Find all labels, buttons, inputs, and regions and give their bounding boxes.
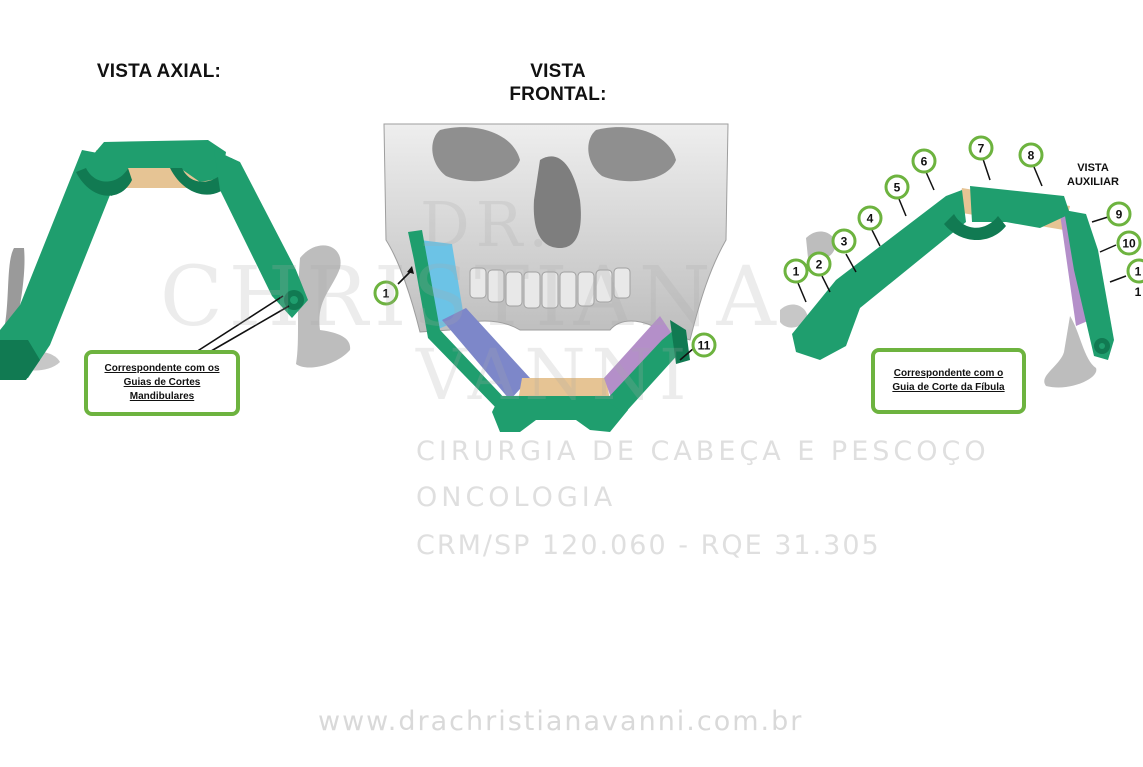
- aux-badge-3-label: 3: [841, 235, 848, 249]
- auxiliar-view-title-line1: VISTA: [1077, 162, 1109, 174]
- axial-guide-right-arm: [214, 150, 308, 318]
- axial-view-title: VISTA AXIAL:: [96, 61, 222, 82]
- watermark-website: www.drachristianavanni.com.br: [318, 706, 804, 737]
- aux-badge-7-label: 7: [978, 142, 985, 156]
- frontal-badge-11: [691, 332, 717, 358]
- axial-guide-center-lip-right: [170, 168, 232, 195]
- frontal-badge-11-label: 11: [698, 339, 711, 353]
- auxiliar-view-drawing: 1 2 3 4 5 6 7 8 9 10 1 1: [780, 135, 1143, 388]
- aux-badge-4-label: 4: [867, 212, 874, 226]
- fibula-callout-line1: Correspondente com o: [893, 368, 1004, 379]
- frontal-guide-left: [408, 230, 510, 412]
- frontal-badge-1: [373, 280, 399, 306]
- watermark-oncology: ONCOLOGIA: [416, 482, 617, 513]
- fibula-guide-callout: Correspondente com o Guia de Corte da Fí…: [871, 348, 1026, 414]
- skull-right-orbit: [588, 127, 676, 182]
- fibula-callout-line2: Guia de Corte da Fíbula: [892, 382, 1005, 393]
- frontal-badge-1-label: 1: [383, 287, 390, 301]
- aux-badge-6-label: 6: [921, 155, 928, 169]
- frontal-view-title-line2: FRONTAL:: [509, 84, 607, 105]
- skull-left-orbit: [432, 127, 520, 182]
- skull-teeth: [469, 267, 631, 309]
- skull-nasal-cavity: [533, 156, 581, 248]
- aux-left-bone-tip: [780, 304, 808, 328]
- aux-label-arrows: [797, 158, 1127, 303]
- frontal-guide-bottom: [492, 396, 628, 432]
- axial-view-drawing: [0, 140, 351, 380]
- aux-guide-top: [970, 186, 1070, 228]
- frontal-guide-right: [606, 330, 682, 414]
- aux-left-condyle: [806, 231, 836, 260]
- mandibular-callout-line1: Correspondente com os: [104, 363, 220, 374]
- frontal-arrow-11: [679, 347, 695, 361]
- aux-badge-12-label: 1: [1135, 285, 1142, 299]
- watermark-specialty: CIRURGIA DE CABEÇA E PESCOÇO: [416, 436, 990, 467]
- aux-badge-2-label: 2: [816, 258, 823, 272]
- watermark-name-line2: CHRISTIANA: [160, 250, 782, 345]
- frontal-bone-blue: [442, 308, 530, 400]
- aux-badge-5-label: 5: [894, 181, 901, 195]
- axial-guide-left-arm: [0, 150, 118, 378]
- axial-pointer-line-2: [205, 305, 290, 355]
- frontal-guide-right-arm: [670, 320, 690, 364]
- auxiliar-view-title-line2: AUXILIAR: [1067, 176, 1119, 188]
- mandibular-callout-line3: Mandibulares: [129, 391, 195, 402]
- axial-guide-center-lip-left: [76, 168, 132, 196]
- aux-guide-right-arm: [1064, 210, 1114, 360]
- mandibular-callout-line2: Guias de Cortes: [123, 377, 201, 388]
- aux-badge-10-label: 10: [1122, 237, 1136, 251]
- watermark-registration: CRM/SP 120.060 - RQE 31.305: [416, 530, 881, 561]
- aux-right-condyle: [1044, 316, 1097, 388]
- aux-badge-11-label: 1: [1135, 265, 1142, 279]
- auxiliar-view-title: VISTA AUXILIAR: [1062, 161, 1124, 189]
- watermark-name-line3: VANNI: [416, 334, 693, 416]
- frontal-view-drawing: 1 11: [373, 123, 729, 432]
- axial-guide-left-foot: [0, 340, 40, 380]
- axial-left-condyle: [4, 248, 25, 335]
- frontal-view-title-line1: VISTA: [530, 61, 586, 82]
- frontal-view-title: VISTA FRONTAL:: [498, 60, 618, 106]
- axial-pointer-line-1: [195, 295, 284, 353]
- aux-badge-8-label: 8: [1028, 149, 1035, 163]
- mandibular-guides-callout: Correspondente com os Guias de Cortes Ma…: [84, 350, 240, 416]
- aux-badge-1-label: 1: [793, 265, 800, 279]
- aux-badges: [783, 135, 1143, 284]
- watermark-name-line1: DR.: [420, 188, 555, 261]
- aux-guide-lip: [944, 214, 1006, 241]
- frontal-bone-light-blue: [420, 240, 464, 330]
- aux-guide-main: [792, 190, 966, 360]
- axial-right-condyle: [296, 245, 351, 368]
- aux-badge-9-label: 9: [1116, 208, 1123, 222]
